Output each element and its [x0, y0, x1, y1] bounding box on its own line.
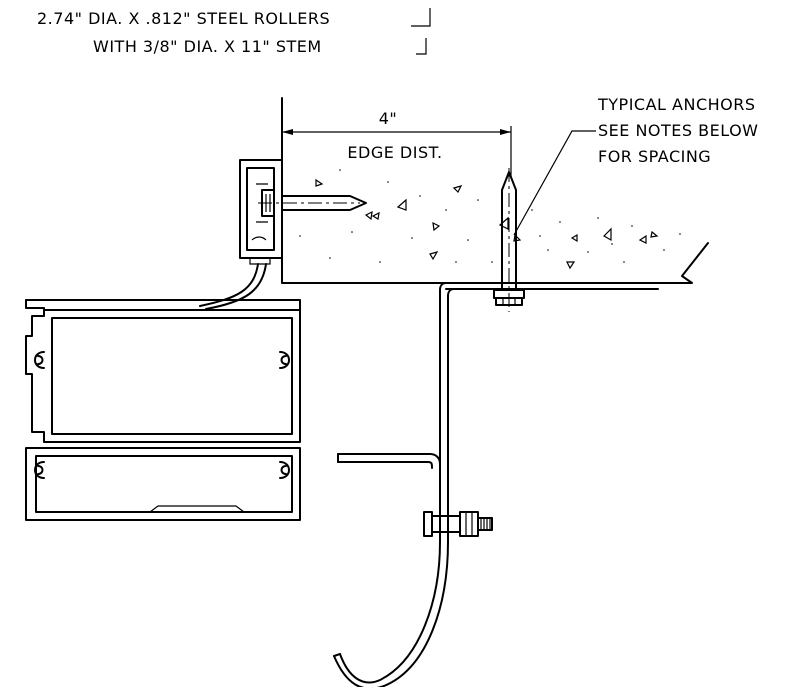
concrete-aggregate	[315, 178, 659, 270]
anchor-callout-line1: TYPICAL ANCHORS	[597, 95, 756, 114]
vertical-anchor	[493, 168, 525, 312]
anchor-callout-line3: FOR SPACING	[598, 147, 711, 166]
vertical-anchor-nut	[495, 297, 523, 306]
bracket-inner-channel	[246, 167, 275, 251]
track-upper-outer	[25, 299, 301, 443]
dimension-arrow-right	[500, 129, 511, 135]
roller-leader-lower	[416, 38, 427, 55]
groove-right-upper	[279, 351, 290, 369]
track-lower-chamber	[35, 455, 293, 513]
bracket-outer-channel	[239, 159, 283, 259]
groove-left-lower	[34, 461, 45, 479]
z-angle-hanger	[337, 282, 455, 543]
roller-callout-line1: 2.74" DIA. X .812" STEEL ROLLERS	[37, 9, 330, 28]
groove-left-upper	[34, 351, 45, 369]
connector-cable	[199, 263, 259, 307]
roller-leader-upper	[411, 8, 431, 27]
groove-right-lower	[279, 461, 290, 479]
connector-cable-2	[205, 263, 267, 310]
roller-callout-line2: WITH 3/8" DIA. X 11" STEM	[93, 37, 322, 56]
horizontal-anchor	[258, 195, 367, 211]
horizontal-anchor-shank	[281, 195, 367, 211]
side-mount-bracket	[239, 159, 283, 265]
hanger-bolt	[423, 511, 493, 537]
dimension-label: EDGE DIST.	[347, 143, 442, 162]
roller-callout: 2.74" DIA. X .812" STEEL ROLLERS WITH 3/…	[37, 8, 431, 56]
dimension-arrow-left	[282, 129, 293, 135]
track-upper-chamber	[51, 317, 293, 435]
edge-distance-dimension: 4" EDGE DIST.	[282, 109, 512, 176]
track-top-edge	[25, 299, 301, 311]
anchor-callout: TYPICAL ANCHORS SEE NOTES BELOW FOR SPAC…	[513, 95, 759, 236]
hanger-left-leg	[439, 282, 447, 543]
j-hook-outer	[339, 541, 441, 684]
bracket-nut-block	[261, 189, 275, 217]
vertical-anchor-washer	[493, 289, 525, 299]
anchor-leader-line	[513, 130, 596, 236]
track-lower-rib	[149, 505, 245, 513]
track-lower-outer	[25, 447, 301, 521]
anchor-callout-line2: SEE NOTES BELOW	[598, 121, 759, 140]
j-hook-inner	[333, 541, 449, 687]
j-hook	[333, 541, 449, 687]
bolt-threads	[477, 517, 493, 531]
extruded-track-profile	[25, 299, 301, 521]
hanger-right-leg	[447, 288, 455, 543]
hanger-upper-flange	[337, 453, 441, 465]
slab-break-line	[657, 242, 709, 284]
bolt-head	[423, 511, 433, 537]
dimension-value: 4"	[379, 109, 398, 128]
concrete-speckle	[299, 169, 681, 263]
bolt-nut	[459, 511, 479, 537]
